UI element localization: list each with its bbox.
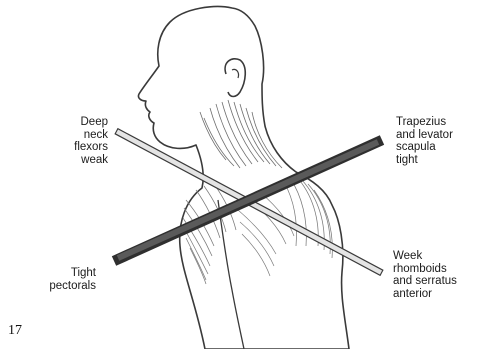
body-silhouette: [138, 7, 349, 349]
tight-pectorals-label: Tight pectorals: [30, 267, 96, 292]
week-rhomboids-label: Week rhomboids and serratus anterior: [393, 250, 485, 300]
trapezius-levator-label: Trapezius and levator scapula tight: [396, 116, 486, 166]
deep-neck-flexors-label: Deep neck flexors weak: [50, 116, 108, 166]
page-number: 17: [8, 323, 22, 339]
